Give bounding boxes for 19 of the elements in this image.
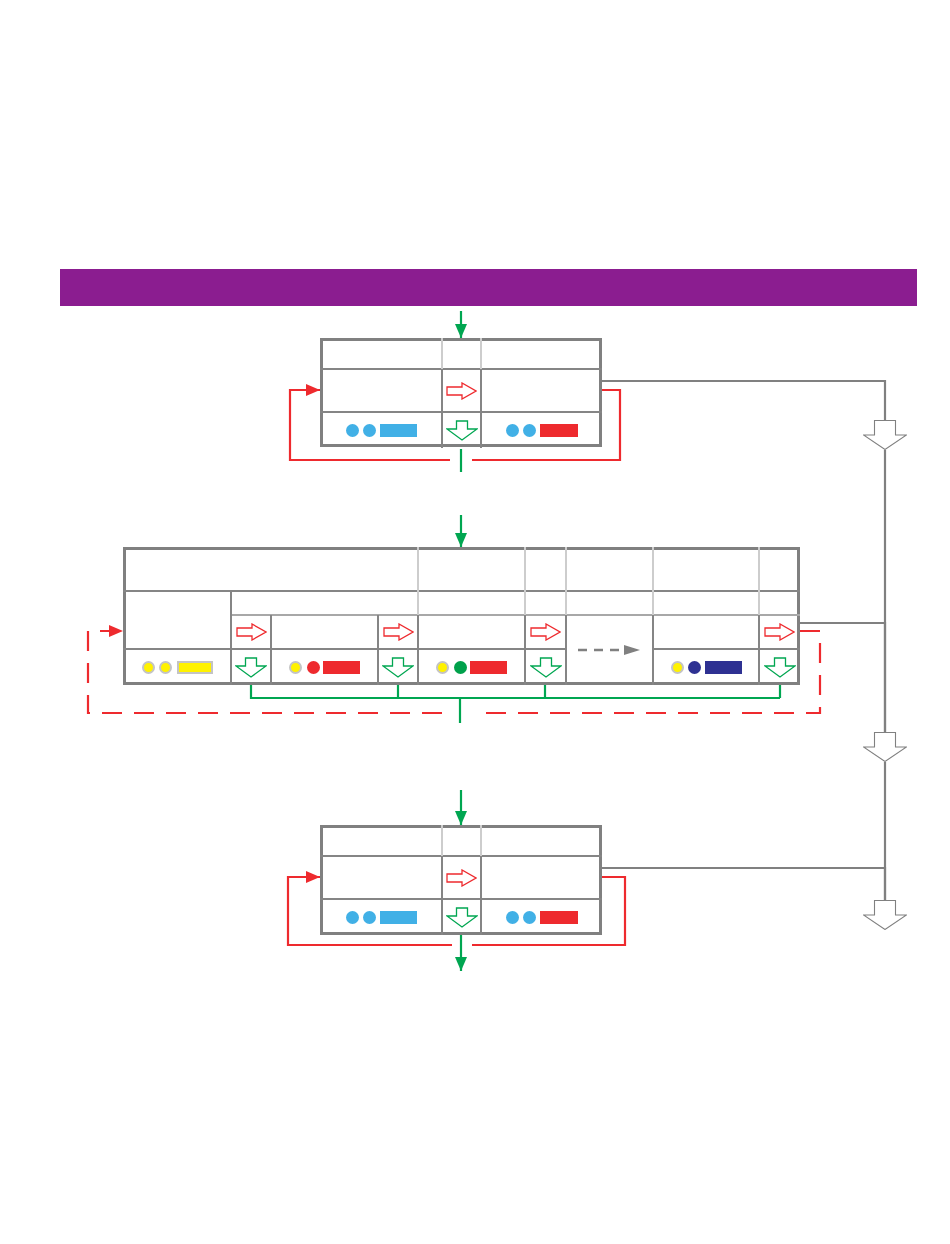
block-arrow	[863, 732, 907, 762]
process-table	[123, 547, 800, 685]
connector-line	[800, 621, 887, 732]
arrow	[455, 311, 467, 338]
arrow	[455, 790, 467, 825]
arrow	[455, 935, 467, 971]
connector-line	[459, 449, 463, 472]
connector-line	[602, 379, 887, 420]
block-arrow	[863, 420, 907, 450]
connector-line	[249, 683, 782, 725]
process-table	[320, 338, 602, 447]
block-arrow	[863, 900, 907, 930]
connector-line	[602, 866, 887, 900]
header-bar	[60, 269, 917, 306]
feedback-arrow	[286, 871, 627, 947]
process-table	[320, 825, 602, 935]
feedback-arrow	[86, 625, 822, 715]
arrow	[455, 515, 467, 547]
feedback-arrow	[288, 384, 622, 462]
